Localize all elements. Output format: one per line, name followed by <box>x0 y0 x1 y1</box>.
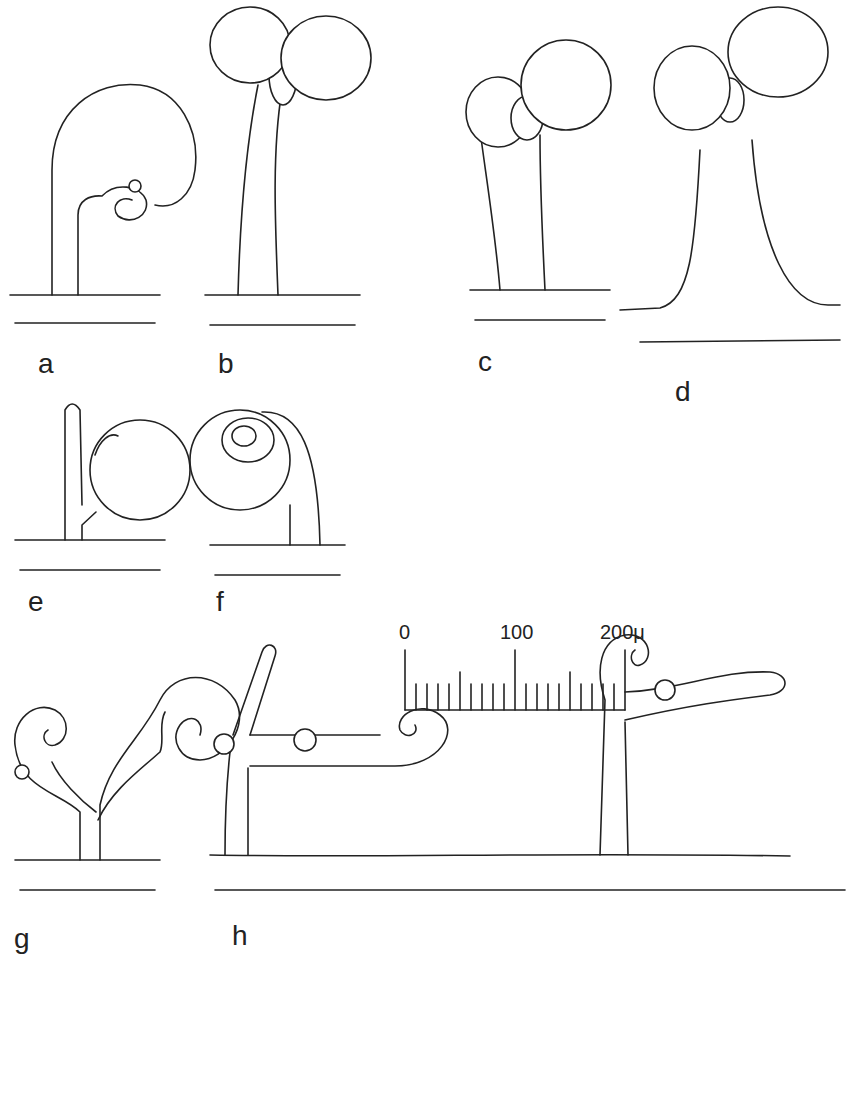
figure-h <box>210 635 845 890</box>
scale-value: 100 <box>500 622 533 642</box>
panel-letter: g <box>14 925 30 953</box>
panel-letter: c <box>478 348 492 376</box>
figure-g <box>15 678 240 891</box>
figure-d <box>620 7 840 342</box>
figure-b <box>205 7 371 325</box>
panel-letter: h <box>232 922 248 950</box>
panel-letter: d <box>675 378 691 406</box>
figure-e <box>15 404 190 570</box>
figure-f <box>190 410 345 575</box>
scale-value: 200μ <box>600 622 645 642</box>
panel-letter: b <box>218 350 234 378</box>
panel-letter: e <box>28 588 44 616</box>
figure-c <box>466 40 611 320</box>
figure-a <box>10 84 196 323</box>
scale-value: 0 <box>399 622 410 642</box>
panel-letter: a <box>38 350 54 378</box>
scale-bar <box>405 650 625 710</box>
panel-letter: f <box>216 588 224 616</box>
